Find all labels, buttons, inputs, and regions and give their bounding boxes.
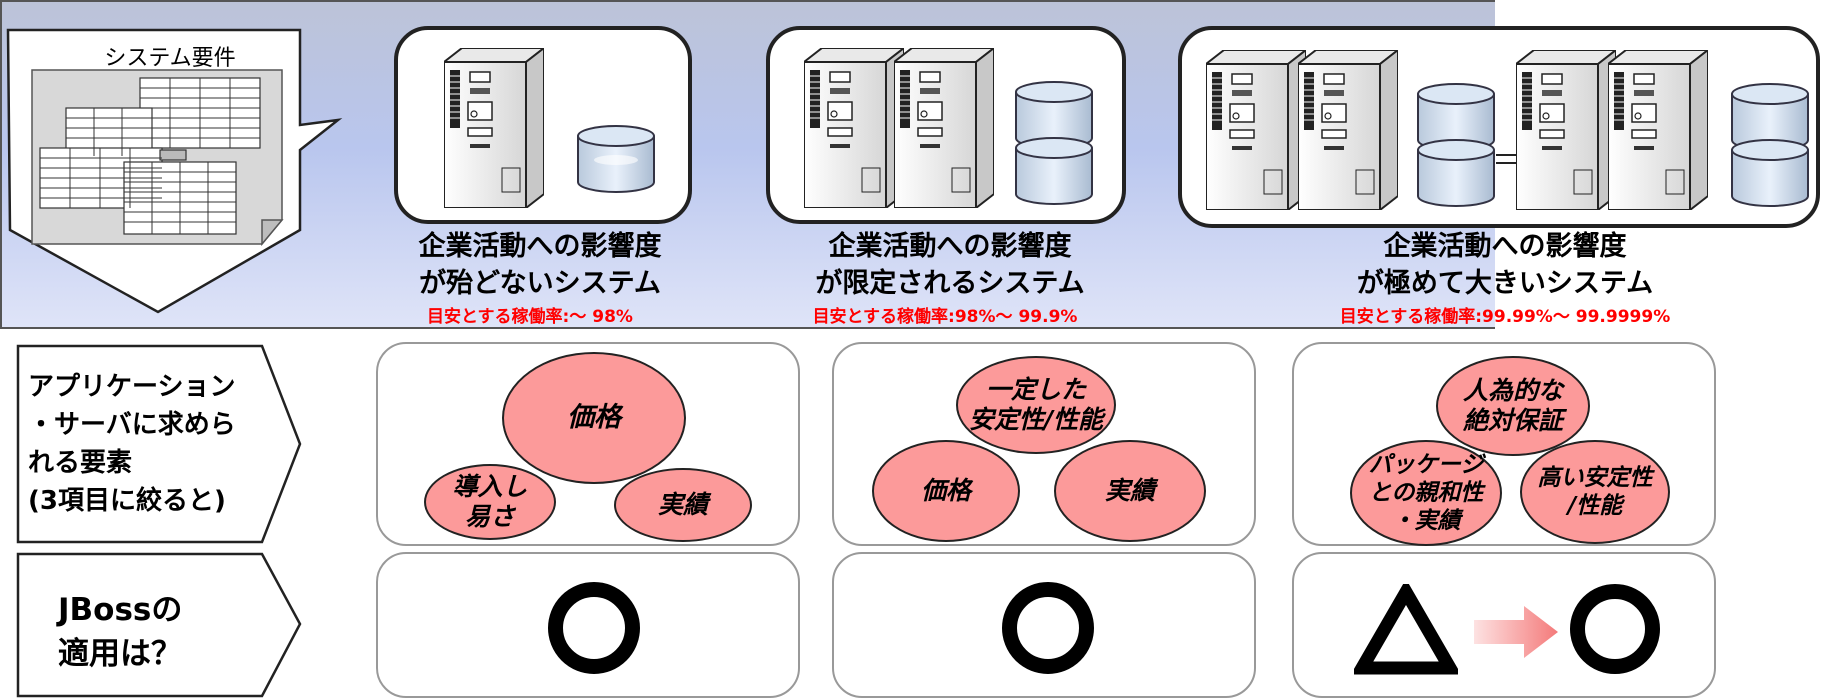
ellipse-line: パッケージ <box>1368 452 1484 478</box>
label-line: アプリケーション <box>28 372 236 402</box>
document-title: システム要件 <box>104 46 236 71</box>
system-caption-high-impact: 企業活動への影響度 が極めて大きいシステム <box>1300 228 1710 302</box>
jboss-panel-limited <box>832 552 1256 698</box>
label-line: (3項目に絞ると) <box>28 486 226 516</box>
circle-suitable-icon <box>548 582 640 674</box>
caption-line: が殆どないシステム <box>419 268 661 299</box>
database-icon <box>1416 82 1496 208</box>
server-box-small <box>394 26 692 224</box>
server-rack-icon <box>1206 50 1306 210</box>
caption-line: が限定されるシステム <box>815 268 1085 299</box>
server-box-medium <box>766 26 1126 224</box>
label-line: れる要素 <box>28 448 133 478</box>
requirements-document-callout <box>6 28 343 314</box>
database-icon <box>1014 80 1094 206</box>
database-icon <box>576 124 656 194</box>
caption-line: が極めて大きいシステム <box>1356 268 1654 299</box>
availability-target-high: 目安とする稼働率:99.99%～ 99.9999% <box>1339 307 1671 327</box>
jboss-row-label-shape <box>16 552 302 698</box>
circle-suitable-icon <box>1002 582 1094 674</box>
server-rack-icon <box>1516 50 1616 210</box>
server-rack-icon <box>894 48 994 208</box>
element-absolute-guarantee: 人為的な絶対保証 <box>1436 356 1590 456</box>
server-box-large <box>1178 26 1820 228</box>
availability-target-low: 目安とする稼働率:～ 98% <box>427 307 633 327</box>
label-line: 適用は？ <box>58 636 182 672</box>
system-caption-limited-impact: 企業活動への影響度 が限定されるシステム <box>770 228 1130 302</box>
ellipse-line: 人為的な <box>1462 376 1563 405</box>
database-icon <box>1730 82 1810 208</box>
ellipse-line: 高い安定性 <box>1537 465 1653 491</box>
server-rack-icon <box>1298 50 1398 210</box>
element-track-record: 実績 <box>1054 440 1206 542</box>
element-track-record: 実績 <box>614 468 752 542</box>
element-price: 価格 <box>502 352 686 484</box>
element-package-affinity: パッケージとの親和性・実績 <box>1350 440 1502 546</box>
label-line: ・サーバに求めら <box>28 410 236 440</box>
label-line: JBossの <box>58 592 183 628</box>
ellipse-line: との親和性 <box>1368 480 1484 506</box>
ellipse-line: 安定性/性能 <box>968 405 1104 434</box>
ellipse-line: 導入し <box>452 472 528 501</box>
arrow-right-icon <box>1474 606 1558 658</box>
element-price: 価格 <box>872 440 1020 542</box>
system-caption-low-impact: 企業活動への影響度 が殆どないシステム <box>380 228 700 302</box>
server-rack-icon <box>804 48 904 208</box>
requirements-panel-limited: 一定した安定性/性能 価格 実績 <box>832 342 1256 546</box>
caption-line: 企業活動への影響度 <box>828 231 1072 262</box>
server-rack-icon <box>444 48 544 208</box>
caption-line: 企業活動への影響度 <box>418 231 662 262</box>
requirements-panel-low: 価格 導入し易さ 実績 <box>376 342 800 546</box>
ellipse-line: 易さ <box>464 502 515 531</box>
element-high-stability: 高い安定性/性能 <box>1520 440 1670 544</box>
ellipse-line: ・実績 <box>1391 508 1461 534</box>
jboss-panel-high <box>1292 552 1716 698</box>
requirements-panel-high: 人為的な絶対保証 パッケージとの親和性・実績 高い安定性/性能 <box>1292 342 1716 546</box>
ellipse-line: /性能 <box>1567 493 1623 519</box>
requirements-row-label: アプリケーション ・サーバに求めら れる要素 (3項目に絞ると) <box>28 368 236 520</box>
server-rack-icon <box>1608 50 1708 210</box>
element-ease-of-adoption: 導入し易さ <box>424 464 556 540</box>
jboss-row-label: JBossの 適用は？ <box>58 588 182 676</box>
availability-target-limited: 目安とする稼働率:98%～ 99.9% <box>812 307 1078 327</box>
triangle-partial-icon <box>1354 584 1458 675</box>
caption-line: 企業活動への影響度 <box>1383 231 1627 262</box>
element-consistent-stability: 一定した安定性/性能 <box>956 356 1116 454</box>
ellipse-line: 一定した <box>985 375 1086 404</box>
jboss-panel-low <box>376 552 800 698</box>
circle-suitable-icon <box>1570 584 1660 674</box>
requirements-row-label-shape <box>16 344 302 544</box>
ellipse-line: 絶対保証 <box>1462 406 1563 435</box>
